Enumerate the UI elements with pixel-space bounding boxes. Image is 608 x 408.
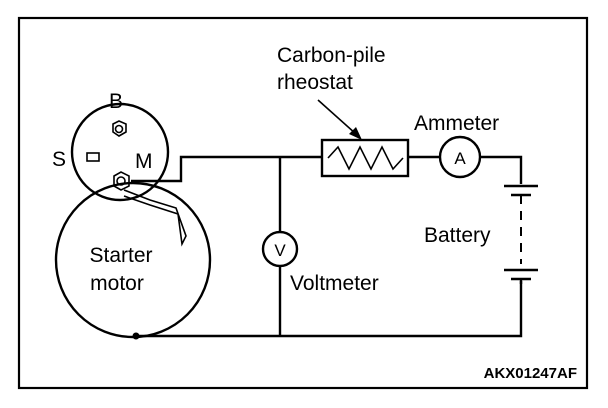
starter-motor-label-line2: motor	[90, 272, 144, 295]
wire-ammeter-to-battery	[480, 155, 523, 184]
terminal-s-tab	[86, 152, 100, 162]
rheostat-pointer-arrow	[317, 99, 362, 140]
ammeter-letter: A	[454, 149, 466, 168]
battery-label: Battery	[424, 224, 491, 247]
terminal-m-nut	[113, 171, 130, 191]
voltmeter-label: Voltmeter	[290, 272, 379, 295]
terminal-b-label: B	[109, 90, 123, 113]
ammeter-symbol	[438, 135, 482, 179]
wire-m-to-rheostat	[131, 155, 322, 183]
terminal-m-label: M	[135, 150, 153, 173]
wire-battery-return	[136, 281, 523, 338]
voltmeter-symbol	[261, 230, 299, 268]
rheostat-symbol	[320, 138, 410, 178]
rheostat-label-line1: Carbon-pile	[277, 44, 386, 67]
rheostat-label-line2: rheostat	[277, 71, 353, 94]
terminal-b-nut	[112, 120, 127, 137]
battery-symbol	[504, 184, 538, 284]
diagram-border	[17, 16, 589, 390]
ground-junction-dot	[132, 332, 140, 340]
voltmeter-letter: V	[274, 241, 286, 260]
m-terminal-strap	[123, 189, 187, 247]
figure-code: AKX01247AF	[484, 365, 577, 382]
terminal-s-label: S	[52, 148, 66, 171]
starter-motor-label-line1: Starter	[89, 244, 152, 267]
ammeter-label: Ammeter	[414, 112, 499, 135]
solenoid-head	[70, 102, 170, 202]
